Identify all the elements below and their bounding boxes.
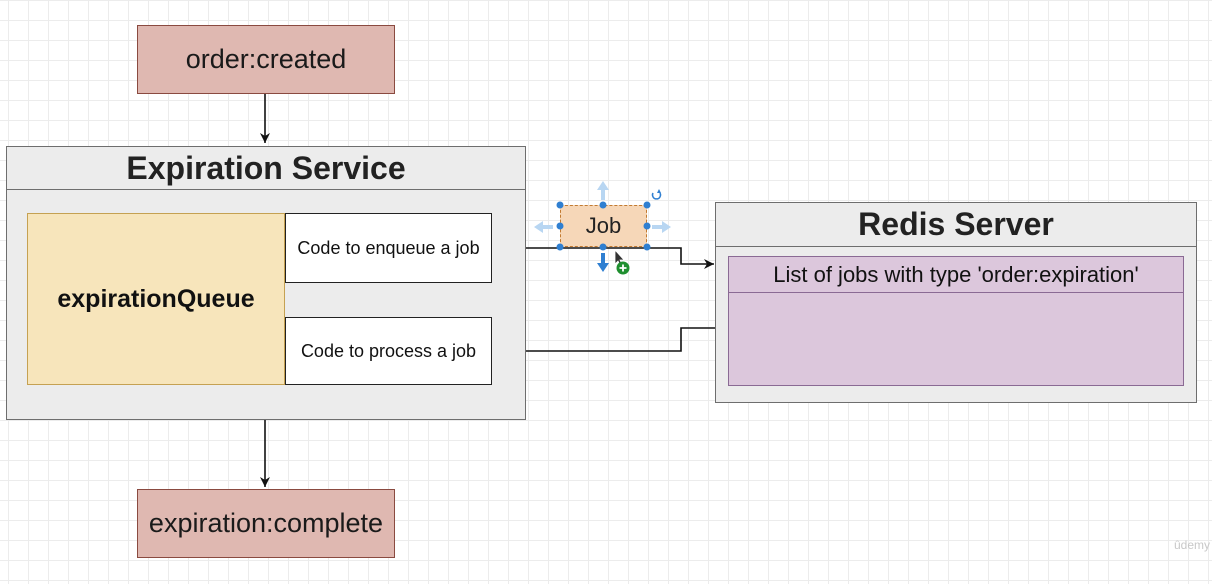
connect-arrow-right-icon[interactable] xyxy=(652,221,671,233)
enqueue-code-label: Code to enqueue a job xyxy=(297,237,480,258)
order-created-label: order:created xyxy=(185,44,347,74)
rotate-icon-tip xyxy=(657,189,661,193)
resize-handle-ne[interactable] xyxy=(643,201,651,209)
enqueue-code-box[interactable]: Code to enqueue a job xyxy=(285,213,492,283)
resize-handle-s[interactable] xyxy=(599,243,607,251)
expiration-service-title: Expiration Service xyxy=(7,147,525,190)
arrow-enqueue-to-redis xyxy=(492,247,714,269)
resize-handle-n[interactable] xyxy=(599,201,607,209)
jobs-list-header[interactable]: List of jobs with type 'order:expiration… xyxy=(728,256,1184,294)
resize-handle-se[interactable] xyxy=(643,243,651,251)
udemy-watermark: ûdemy xyxy=(1173,538,1210,552)
expiration-complete-event[interactable]: expiration:complete xyxy=(137,489,395,558)
resize-handle-w[interactable] xyxy=(556,222,564,230)
arrow-redis-to-process xyxy=(494,327,715,356)
jobs-list-body[interactable] xyxy=(728,292,1184,386)
redis-server-title: Redis Server xyxy=(716,203,1196,247)
expiration-queue-label: expirationQueue xyxy=(57,284,255,313)
process-code-label: Code to process a job xyxy=(300,340,477,361)
jobs-list-label: List of jobs with type 'order:expiration… xyxy=(773,262,1139,287)
order-created-event[interactable]: order:created xyxy=(137,25,395,94)
rotate-icon[interactable] xyxy=(651,192,662,200)
connect-arrow-left-icon[interactable] xyxy=(534,221,553,233)
expiration-complete-label: expiration:complete xyxy=(148,508,384,538)
process-code-box[interactable]: Code to process a job xyxy=(285,317,492,385)
resize-handle-nw[interactable] xyxy=(556,201,564,209)
add-badge-plus xyxy=(619,264,627,272)
job-label: Job xyxy=(585,213,622,238)
resize-handle-sw[interactable] xyxy=(556,243,564,251)
expiration-queue-box[interactable]: expirationQueue xyxy=(27,213,285,385)
connect-arrow-up-icon[interactable] xyxy=(597,181,609,200)
connect-arrow-down-icon[interactable] xyxy=(597,253,609,272)
resize-handle-e[interactable] xyxy=(643,222,651,230)
